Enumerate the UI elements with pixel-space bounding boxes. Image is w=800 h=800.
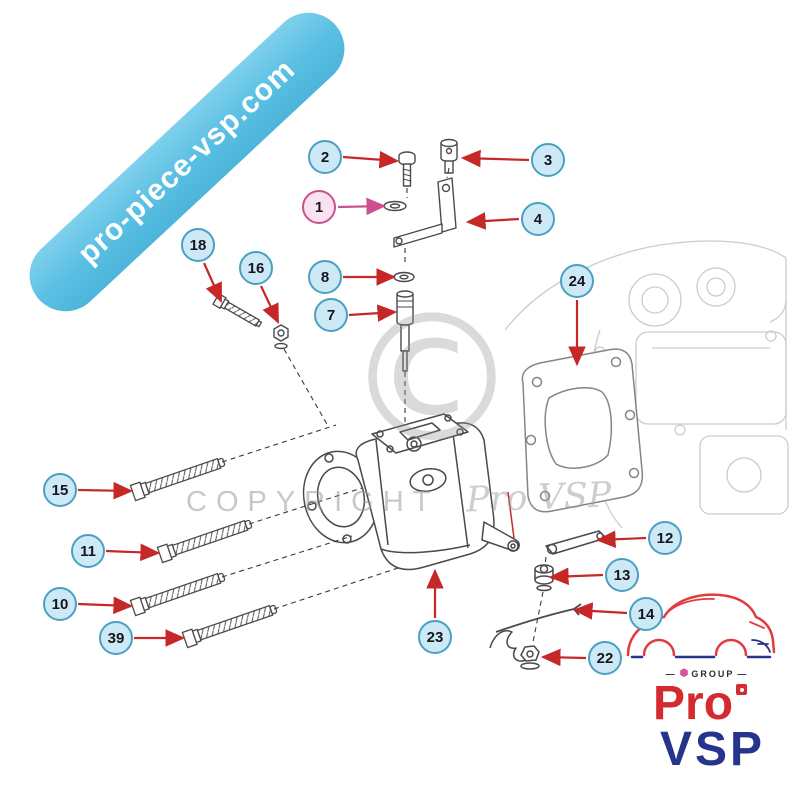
callout-7: 7 xyxy=(314,298,348,332)
callout-22: 22 xyxy=(588,641,622,675)
callout-14: 14 xyxy=(629,597,663,631)
callout-8: 8 xyxy=(308,260,342,294)
logo-name-bottom: VSP xyxy=(660,723,766,776)
callout-39: 39 xyxy=(99,621,133,655)
callout-13: 13 xyxy=(605,558,639,592)
callout-1-number: 1 xyxy=(314,198,324,216)
callout-22-number: 22 xyxy=(596,649,614,667)
callout-39-number: 39 xyxy=(107,629,125,647)
logo-dash-right: — xyxy=(737,668,749,679)
linkage-parts xyxy=(489,530,607,670)
logo-pro-text: Pro xyxy=(653,677,734,730)
logo-dash-left: — xyxy=(665,668,677,679)
logo-group-line: — ⬢ GROUP — xyxy=(642,668,772,679)
dashed-assembly-lines xyxy=(221,167,547,643)
callout-arrows xyxy=(77,149,647,667)
callout-24-number: 24 xyxy=(568,272,586,290)
callout-3: 3 xyxy=(531,143,565,177)
callout-24: 24 xyxy=(560,264,594,298)
callout-10: 10 xyxy=(43,587,77,621)
callout-1: 1 xyxy=(302,190,336,224)
callout-16: 16 xyxy=(239,251,273,285)
brand-script-watermark: Pro VSP xyxy=(465,475,612,521)
mounting-bolts xyxy=(129,292,278,649)
callout-18: 18 xyxy=(181,228,215,262)
callout-18-number: 18 xyxy=(189,236,207,254)
callout-3-number: 3 xyxy=(543,151,553,169)
logo-group-label: GROUP xyxy=(691,668,735,679)
callout-10-number: 10 xyxy=(51,595,69,613)
callout-15: 15 xyxy=(43,473,77,507)
callout-13-number: 13 xyxy=(613,566,631,584)
callout-4-number: 4 xyxy=(533,210,543,228)
callout-2-number: 2 xyxy=(320,148,330,166)
logo-name-top: Pro xyxy=(653,677,748,730)
callout-16-number: 16 xyxy=(247,259,265,277)
callout-12: 12 xyxy=(648,521,682,555)
callout-15-number: 15 xyxy=(51,481,69,499)
logo-dot-icon xyxy=(736,684,748,695)
callout-11-number: 11 xyxy=(80,542,96,560)
callout-8-number: 8 xyxy=(320,268,330,286)
copyright-watermark: COPYRIGHT xyxy=(186,486,440,518)
copyright-symbol-watermark: © xyxy=(344,277,520,482)
hexagon-icon: ⬢ xyxy=(679,668,689,679)
callout-4: 4 xyxy=(521,202,555,236)
callout-11: 11 xyxy=(71,534,105,568)
callout-23: 23 xyxy=(418,620,452,654)
callout-12-number: 12 xyxy=(656,529,674,547)
pump-body-part xyxy=(302,413,520,571)
gasket-part xyxy=(521,348,644,513)
callout-2: 2 xyxy=(308,140,342,174)
callout-7-number: 7 xyxy=(326,306,336,324)
callout-14-number: 14 xyxy=(637,605,655,623)
callout-23-number: 23 xyxy=(426,628,444,646)
top-assembly-parts xyxy=(273,138,458,372)
